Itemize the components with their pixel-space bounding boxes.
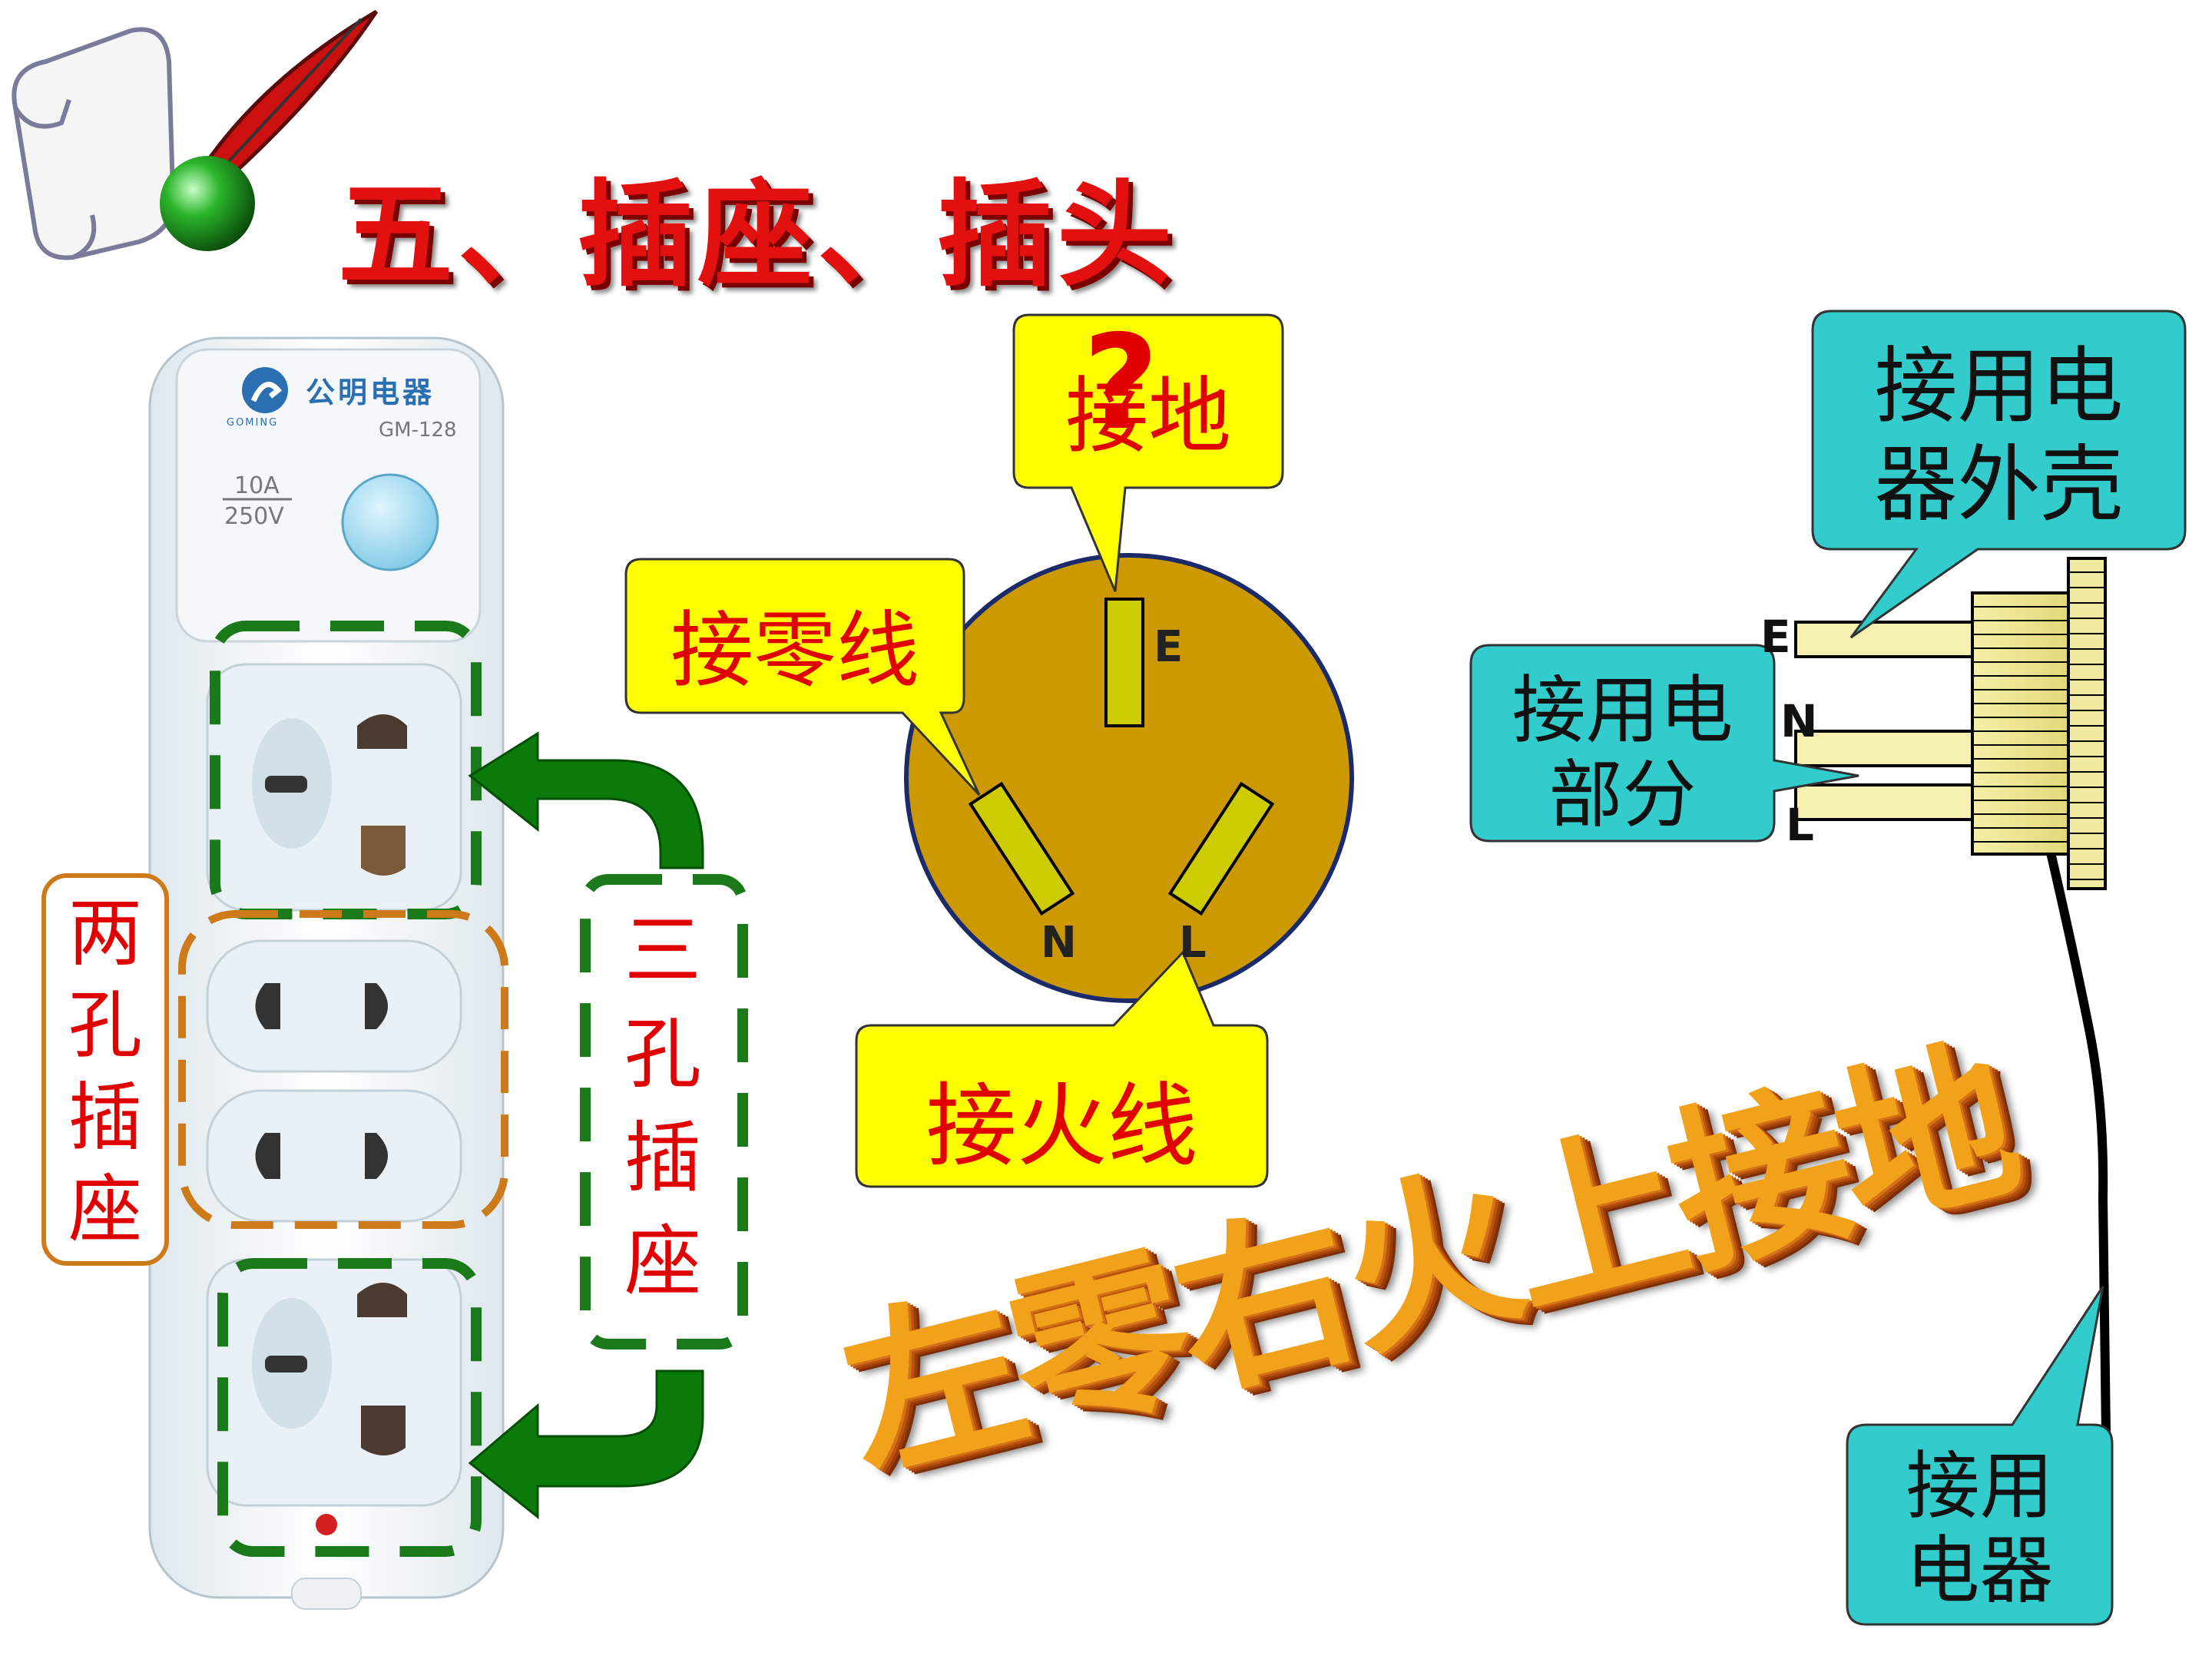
label-appliance-line1: 接用	[1906, 1443, 2054, 1529]
power-switch-button[interactable]	[341, 473, 439, 571]
plug-pin-e	[1794, 621, 1974, 658]
callout-live-parts	[1469, 644, 1859, 843]
callout-neutral	[624, 558, 981, 796]
plug-label-e: E	[1760, 611, 1791, 663]
label-ground: 接地	[1065, 369, 1231, 465]
callout-casing	[1811, 310, 2187, 639]
socket-three-hole-bottom[interactable]	[206, 1258, 462, 1507]
rating-current: 10A	[234, 472, 280, 499]
plug-label-n: N	[1780, 695, 1818, 747]
label-live: 接火线	[926, 1073, 1198, 1179]
two-hole-label-box	[41, 873, 169, 1266]
callout-live	[855, 950, 1269, 1188]
rating-voltage: 250V	[224, 503, 284, 530]
plug-label-l: L	[1786, 799, 1814, 851]
plug	[1794, 557, 2113, 1610]
callout-ground	[1012, 313, 1284, 592]
socket-two-hole-lower[interactable]	[206, 1089, 462, 1223]
model-number: GM-128	[379, 419, 457, 442]
arrow-to-bottom-socket-icon	[468, 1369, 704, 1520]
arrow-to-top-socket-icon	[468, 731, 704, 869]
pin-e-slot	[1104, 598, 1144, 727]
indicator-light	[316, 1514, 337, 1535]
logo-scroll-quill	[12, 9, 379, 260]
three-hole-label-box	[580, 874, 748, 1349]
label-part-line1: 接用电	[1512, 667, 1734, 753]
brand-logo-icon	[242, 367, 288, 413]
label-two-hole-socket: 两孔插座	[68, 890, 142, 1253]
pin-n-slot	[968, 781, 1075, 916]
two-hole-outline	[178, 910, 508, 1229]
brand-name-en: GOMING	[227, 417, 279, 429]
appliance-cord	[2046, 851, 2113, 1610]
label-three-hole-socket: 三孔插座	[624, 906, 701, 1306]
plug-pin-n	[1794, 730, 1974, 767]
pin-label-e: E	[1154, 622, 1184, 672]
three-hole-outline-bottom	[217, 1258, 482, 1557]
pin-label-n: N	[1041, 918, 1077, 968]
label-casing-line1: 接用电	[1874, 339, 2124, 435]
page-title: 五、插座、插头	[338, 167, 1177, 303]
green-orb-icon	[160, 156, 255, 251]
socket-two-hole-upper[interactable]	[206, 939, 462, 1073]
pin-l-slot	[1167, 781, 1275, 916]
plug-pin-l	[1794, 783, 1974, 821]
three-hole-outline-top	[210, 621, 482, 919]
socket-face	[904, 553, 1354, 1003]
label-appliance-line2: 电器	[1906, 1528, 2054, 1614]
pin-label-l: L	[1179, 918, 1207, 968]
question-mark: ?	[1083, 307, 1159, 459]
brand-name: 公明电器	[306, 376, 435, 409]
label-neutral: 接零线	[670, 603, 919, 699]
label-casing-line2: 器外壳	[1874, 437, 2124, 533]
callout-appliance	[1846, 1286, 2114, 1626]
power-strip	[148, 336, 505, 1610]
label-part-line2: 部分	[1548, 752, 1697, 838]
socket-three-hole-top[interactable]	[206, 663, 462, 912]
